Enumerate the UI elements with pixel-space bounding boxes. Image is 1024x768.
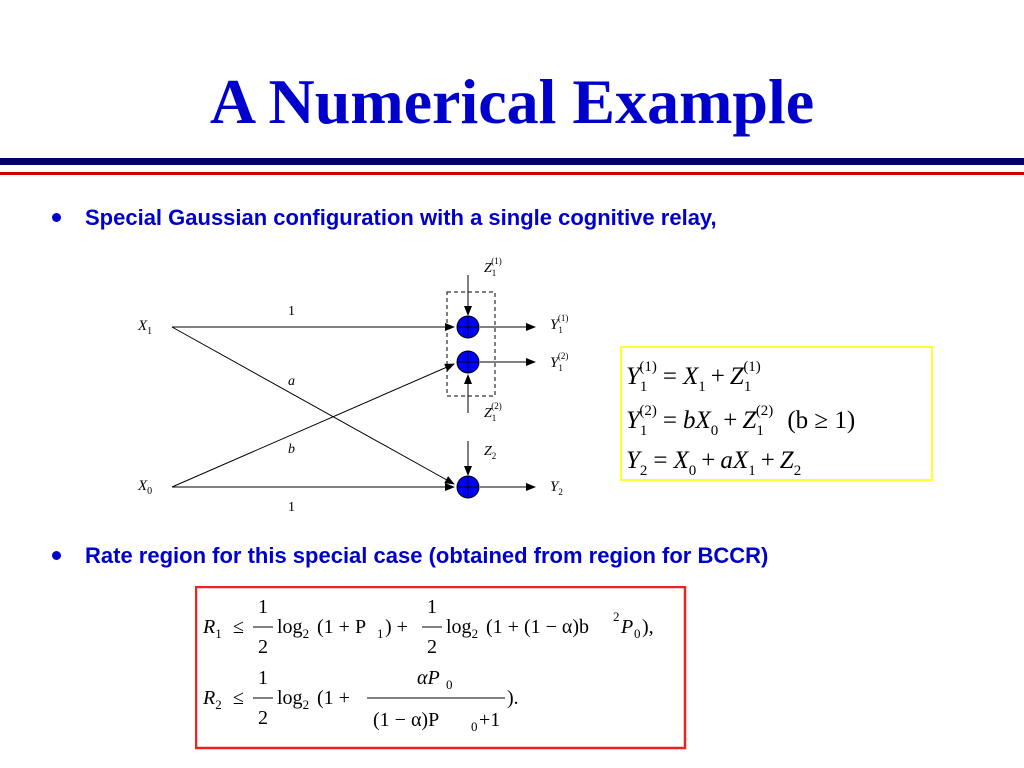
relay-box (446, 291, 496, 397)
svg-text:0: 0 (471, 719, 478, 734)
title-rule-red (0, 172, 1024, 175)
svg-text:(1 + P: (1 + P (317, 616, 366, 638)
svg-text:).: ). (507, 687, 519, 709)
bullet-item-2: Rate region for this special case (obtai… (52, 543, 768, 569)
svg-text:0: 0 (634, 626, 641, 641)
svg-text:1: 1 (258, 667, 268, 689)
noise-label-z2: Z2 (484, 444, 496, 461)
rate-inequality-r1: R1 ≤ 1 2 log2 (1 + P 1 ) + 1 2 log2 (1 +… (202, 596, 654, 658)
equation-y2: Y2=X0+aX1+Z2 (626, 447, 801, 479)
svg-text:R2: R2 (202, 687, 222, 712)
input-label-x0: X0 (137, 478, 152, 497)
adder-node-y1-1 (456, 315, 480, 339)
svg-text:≤: ≤ (233, 687, 244, 709)
edge-x1-y2-cross (171, 326, 455, 485)
edge-x0-y1-2-cross (171, 363, 455, 488)
svg-text:0: 0 (446, 677, 453, 692)
svg-text:2: 2 (613, 609, 620, 624)
svg-text:1: 1 (377, 626, 384, 641)
svg-text:αP: αP (417, 667, 440, 689)
svg-text:2: 2 (258, 636, 268, 658)
adder-node-y1-2 (456, 350, 480, 374)
svg-text:) +: ) + (385, 616, 408, 638)
svg-text:+1: +1 (479, 709, 500, 731)
svg-text:(1 − α)P: (1 − α)P (373, 709, 439, 731)
svg-text:2: 2 (427, 636, 437, 658)
svg-text:P: P (620, 616, 633, 638)
svg-text:2: 2 (258, 707, 268, 729)
input-label-x1: X1 (137, 318, 152, 337)
svg-text:log2: log2 (277, 687, 309, 712)
output-label-y1-1: Y1(1) (550, 313, 568, 335)
svg-text:1: 1 (427, 596, 437, 618)
noise-label-z1-2: Z1(2) (484, 401, 502, 423)
edge-label-bottom: 1 (288, 500, 295, 515)
svg-text:log2: log2 (277, 616, 309, 641)
slide-title: A Numerical Example (209, 66, 815, 137)
bullet-text-2: Rate region for this special case (obtai… (85, 543, 769, 568)
noise-label-z1-1: Z1(1) (484, 256, 502, 278)
bullet-text-1: Special Gaussian configuration with a si… (85, 205, 717, 230)
adder-node-y2 (456, 475, 480, 499)
svg-text:R1: R1 (202, 616, 222, 641)
channel-diagram: X1 X0 1 1 a b Z1(1) Z1(2) Z2 Y1(1) Y1(2)… (137, 256, 568, 515)
rate-inequality-r2: R2 ≤ 1 2 log2 (1 + αP 0 (1 − α)P 0 +1 ). (202, 667, 519, 734)
equation-y1-2: Y1(2)=bX0+Z1(2)(b ≥ 1) (626, 403, 855, 439)
svg-text:≤: ≤ (233, 616, 244, 638)
output-label-y1-2: Y1(2) (550, 351, 568, 373)
svg-text:1: 1 (258, 596, 268, 618)
svg-text:(1 +: (1 + (317, 687, 350, 709)
title-rule-blue (0, 158, 1024, 165)
edge-label-top: 1 (288, 304, 295, 319)
bullet-dot-icon (52, 550, 61, 560)
bullet-item-1: Special Gaussian configuration with a si… (52, 205, 717, 231)
edge-label-a: a (288, 374, 295, 389)
channel-equations-box: Y1(1)=X1+Z1(1) Y1(2)=bX0+Z1(2)(b ≥ 1) Y2… (620, 346, 933, 481)
svg-text:(1 + (1 − α)b: (1 + (1 − α)b (486, 616, 589, 638)
rate-region-box: R1 ≤ 1 2 log2 (1 + P 1 ) + 1 2 log2 (1 +… (195, 586, 687, 750)
bullet-dot-icon (52, 212, 61, 222)
svg-text:log2: log2 (446, 616, 478, 641)
equation-y1-1: Y1(1)=X1+Z1(1) (626, 359, 761, 395)
output-label-y2: Y2 (550, 479, 563, 497)
edge-label-b: b (288, 442, 295, 457)
svg-text:),: ), (642, 616, 654, 638)
